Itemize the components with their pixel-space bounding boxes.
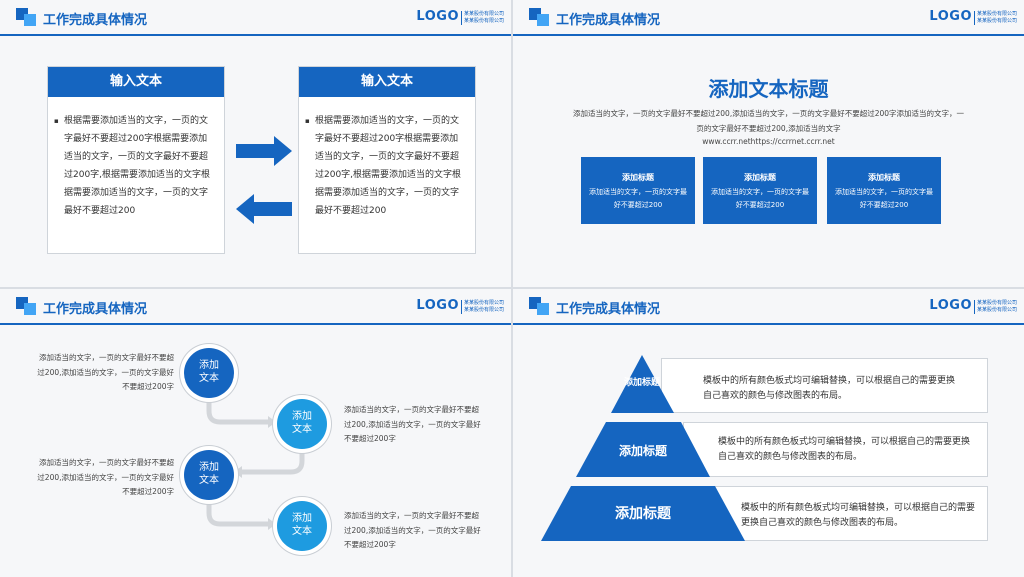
flow-node: 添加文本 — [184, 450, 234, 500]
logo-square-icon — [537, 303, 549, 315]
content-paragraph: 添加适当的文字，一页的文字最好不要超过200,添加适当的文字，一页的文字最好不要… — [573, 109, 965, 133]
flow-connectors — [206, 395, 305, 530]
slide-title: 工作完成具体情况 — [556, 13, 661, 28]
slide-title: 工作完成具体情况 — [43, 302, 148, 317]
arrow-left-icon — [236, 194, 292, 224]
card-body: 添加适当的文字，一页的文字最好不要超过200 — [835, 188, 933, 209]
pyramid-level-top — [611, 355, 674, 413]
pyramid-text-box — [703, 486, 988, 541]
pyramid-label: 添加标题 — [618, 444, 667, 458]
card-title: 添加标题 — [622, 173, 654, 182]
card-title: 添加标题 — [744, 173, 776, 182]
logo-text: LOGO — [929, 9, 972, 24]
pyramid-level-bottom — [541, 486, 745, 541]
slide-2[interactable]: 工作完成具体情况 LOGO 某某股份有限公司 某某股份有限公司 添加文本标题 添… — [513, 0, 1024, 287]
logo-text: LOGO — [929, 298, 972, 313]
logo-text: LOGO — [416, 9, 459, 24]
box-text: 根据需要添加适当的文字，一页的文字最好不要超过200字根据需要添加适当的文字，一… — [54, 112, 216, 220]
card-body: 添加适当的文字，一页的文字最好不要超过200 — [589, 188, 687, 209]
box-text: 根据需要添加适当的文字，一页的文字最好不要超过200字根据需要添加适当的文字，一… — [305, 112, 467, 220]
pyramid-text: 模板中的所有颜色板式均可编辑替换，可以根据自己的需要更换自己喜欢的颜色与修改图表… — [718, 437, 971, 462]
card-body: 添加适当的文字，一页的文字最好不要超过200 — [711, 188, 809, 209]
flow-node: 添加文本 — [277, 399, 327, 449]
box-title: 输入文本 — [48, 67, 224, 97]
flow-node-text: 添加适当的文字，一页的文字最好不要超过200,添加适当的文字，一页的文字最好不要… — [344, 511, 481, 549]
pyramid-chart — [541, 355, 745, 541]
slide-header: 工作完成具体情况 LOGO 某某股份有限公司 某某股份有限公司 — [0, 289, 511, 325]
logo-square-icon — [24, 303, 36, 315]
flow-node-text: 添加适当的文字，一页的文字最好不要超过200,添加适当的文字，一页的文字最好不要… — [344, 405, 481, 443]
flow-node: 添加文本 — [277, 501, 327, 551]
pyramid-text: 模板中的所有颜色板式均可编辑替换，可以根据自己的需要更换自己喜欢的颜色与修改图表… — [703, 376, 956, 401]
flow-node: 添加文本 — [184, 348, 234, 398]
company-name: 某某股份有限公司 某某股份有限公司 — [461, 11, 507, 25]
slide-title: 工作完成具体情况 — [556, 302, 661, 317]
pyramid-text: 模板中的所有颜色板式均可编辑替换，可以根据自己的需要更换自己喜欢的颜色与修改图表… — [741, 503, 976, 528]
info-card: 添加标题 添加适当的文字，一页的文字最好不要超过200 — [703, 157, 817, 224]
flow-node-text: 添加适当的文字，一页的文字最好不要超过200,添加适当的文字，一页的文字最好不要… — [37, 458, 174, 496]
slide-4[interactable]: 工作完成具体情况 LOGO 某某股份有限公司 某某股份有限公司 添加标题 添加标… — [513, 289, 1024, 577]
box-title: 输入文本 — [299, 67, 475, 97]
pyramid-label: 添加标题 — [615, 506, 671, 522]
slide-1[interactable]: 工作完成具体情况 LOGO 某某股份有限公司 某某股份有限公司 输入文本 根据需… — [0, 0, 511, 287]
header-rule — [513, 323, 1024, 325]
info-card: 添加标题 添加适当的文字，一页的文字最好不要超过200 — [581, 157, 695, 224]
pyramid-text-box — [683, 422, 988, 477]
content-url: www.ccrr.nethttps://ccrrnet.ccrr.net — [702, 137, 835, 146]
info-card: 添加标题 添加适当的文字，一页的文字最好不要超过200 — [827, 157, 941, 224]
logo-text: LOGO — [416, 298, 459, 313]
logo-square-icon — [24, 14, 36, 26]
pyramid-level-middle — [576, 422, 710, 477]
pyramid-text-box — [661, 358, 988, 413]
text-box-right: 输入文本 根据需要添加适当的文字，一页的文字最好不要超过200字根据需要添加适当… — [298, 66, 476, 254]
card-title: 添加标题 — [868, 173, 900, 182]
header-rule — [0, 34, 511, 36]
text-box-left: 输入文本 根据需要添加适当的文字，一页的文字最好不要超过200字根据需要添加适当… — [47, 66, 225, 254]
slide-header: 工作完成具体情况 LOGO 某某股份有限公司 某某股份有限公司 — [513, 0, 1024, 36]
flow-node-text: 添加适当的文字，一页的文字最好不要超过200,添加适当的文字，一页的文字最好不要… — [37, 353, 174, 391]
arrow-right-icon — [236, 136, 292, 166]
company-name: 某某股份有限公司 某某股份有限公司 — [974, 11, 1020, 25]
header-rule — [513, 34, 1024, 36]
company-name: 某某股份有限公司 某某股份有限公司 — [461, 300, 507, 314]
company-name: 某某股份有限公司 某某股份有限公司 — [974, 300, 1020, 314]
pyramid-label: 添加标题 — [623, 378, 660, 388]
slide-3[interactable]: 工作完成具体情况 LOGO 某某股份有限公司 某某股份有限公司 添加文本 添加适… — [0, 289, 511, 577]
header-rule — [0, 323, 511, 325]
slide-header: 工作完成具体情况 LOGO 某某股份有限公司 某某股份有限公司 — [0, 0, 511, 36]
logo-square-icon — [537, 14, 549, 26]
slide-title: 工作完成具体情况 — [43, 13, 148, 28]
slide-header: 工作完成具体情况 LOGO 某某股份有限公司 某某股份有限公司 — [513, 289, 1024, 325]
content-title: 添加文本标题 — [708, 77, 829, 101]
